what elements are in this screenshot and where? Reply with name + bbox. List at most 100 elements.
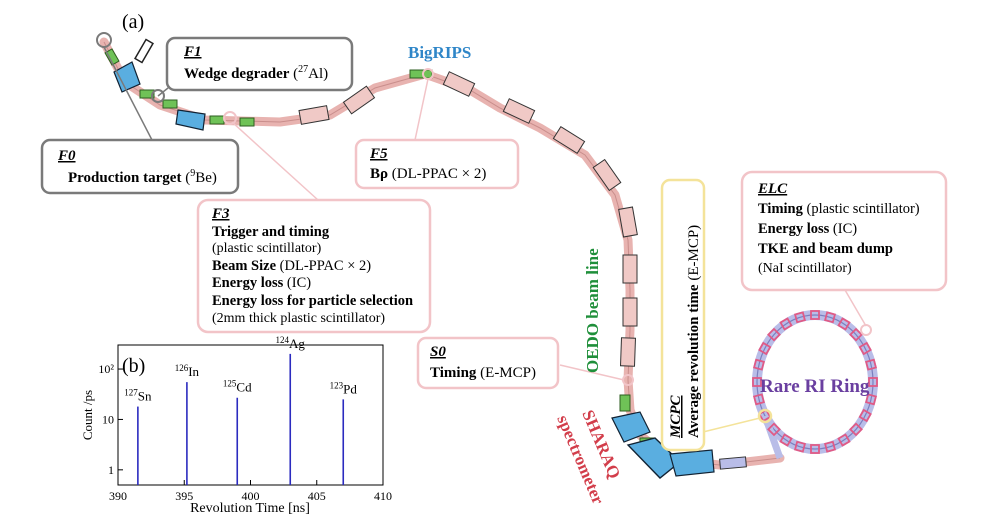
ring-magnet <box>793 311 806 324</box>
ring-magnet <box>767 422 781 437</box>
dipole-magnet <box>611 411 651 443</box>
mcpc-title: MCPC <box>668 394 684 439</box>
x-tick-label: 400 <box>242 489 260 503</box>
oedo-label: OEDO beam line <box>583 248 602 373</box>
f3-line6: (2mm thick plastic scintillator) <box>212 311 385 326</box>
f5-text: Bρ (DL-PPAC × 2) <box>370 166 486 182</box>
f5-box: F5 Bρ (DL-PPAC × 2) <box>354 138 520 190</box>
elc-line4: (NaI scintillator) <box>758 261 852 276</box>
elc-line2: Energy loss (IC) <box>758 221 857 237</box>
panel-b-label: (b) <box>122 355 145 377</box>
mcpc-box: MCPC Average revolution time (E-MCP) <box>660 178 706 452</box>
f0-text: Production target (9Be) <box>68 168 217 186</box>
beam-line <box>96 32 785 479</box>
quad-magnet <box>619 394 631 412</box>
ring-magnet <box>779 433 793 447</box>
f0-title: F0 <box>57 148 76 164</box>
ring-magnet <box>758 341 772 356</box>
peak-label: 126In <box>175 363 200 379</box>
elc-connector <box>844 289 867 327</box>
y-tick-label: 10² <box>98 362 114 376</box>
beamline-magnet <box>592 158 622 192</box>
quad-magnet <box>139 89 155 99</box>
f1-marker <box>151 89 165 103</box>
ring-magnet <box>849 422 863 437</box>
dipole-magnet <box>113 61 141 93</box>
peak-label: 125Cd <box>223 379 252 395</box>
panel-a-label: (a) <box>122 11 144 33</box>
f0-connector <box>103 46 153 141</box>
beamline-magnet <box>502 98 536 124</box>
ring-magnet <box>849 327 863 342</box>
ring-magnet <box>824 440 837 453</box>
ring-label: Rare RI Ring <box>760 376 870 397</box>
f3-connector <box>231 121 319 201</box>
ring-magnet <box>865 393 878 406</box>
degrader-marker <box>134 38 154 64</box>
f0-box: F0 Production target (9Be) <box>40 138 240 195</box>
y-axis-label: Count /ps <box>80 390 95 440</box>
x-axis-label: Revolution Time [ns] <box>190 501 310 516</box>
mcpc-connector <box>702 417 761 433</box>
peak-label: 127Sn <box>124 388 152 404</box>
injection-line <box>761 414 784 460</box>
y-tick-label: 1 <box>108 463 114 477</box>
ring-magnet <box>810 444 820 454</box>
f3-line5: Energy loss for particle selection <box>212 293 413 309</box>
f1-connector <box>157 87 169 97</box>
f3-title: F3 <box>211 206 230 222</box>
beamline-magnet <box>719 456 747 470</box>
s0-title: S0 <box>430 344 446 360</box>
dipole-magnet <box>669 449 715 477</box>
f1-title: F1 <box>183 44 202 60</box>
elc-marker <box>860 324 872 336</box>
f3-line3: Beam Size (DL-PPAC × 2) <box>212 258 371 274</box>
beamline-magnet <box>622 254 638 284</box>
beamline-magnet <box>442 71 476 97</box>
ring-magnet <box>810 310 820 320</box>
y-tick-label: 10 <box>102 412 114 426</box>
elc-box: ELC Timing (plastic scintillator) Energy… <box>740 170 948 292</box>
f5-title: F5 <box>369 146 388 162</box>
x-tick-label: 390 <box>109 489 127 503</box>
beamline-magnet <box>622 297 638 327</box>
x-tick-label: 405 <box>308 489 326 503</box>
peak-label: 123Pd <box>330 380 358 396</box>
mcpc-text: Average revolution time (E-MCP) <box>686 225 702 438</box>
mcpc-marker <box>757 408 773 424</box>
x-tick-label: 395 <box>175 489 193 503</box>
quad-magnet <box>104 48 120 66</box>
ring-magnet <box>824 311 837 324</box>
ring-center-line <box>756 314 874 450</box>
f3-line4: Energy loss (IC) <box>212 275 311 291</box>
ring-magnet <box>837 433 851 447</box>
f3-line1: Trigger and timing <box>212 224 330 240</box>
beamline-magnet <box>619 337 637 367</box>
ring-magnet <box>865 358 878 371</box>
quad-magnet <box>209 115 225 125</box>
elc-line1: Timing (plastic scintillator) <box>758 201 920 217</box>
ring-magnet <box>758 408 772 423</box>
beamline-magnet <box>298 105 330 125</box>
ring-magnet <box>793 440 806 453</box>
s0-connector <box>559 364 625 381</box>
dipole-magnet <box>175 109 206 131</box>
beamline-magnet <box>552 125 586 155</box>
ring-magnet <box>767 327 781 342</box>
ring-magnet <box>858 408 872 423</box>
f3-box: F3 Trigger and timing (plastic scintilla… <box>196 198 432 334</box>
ring-magnets <box>752 310 878 454</box>
quad-magnet <box>409 69 433 79</box>
s0-text: Timing (E-MCP) <box>430 365 536 381</box>
quad-magnet <box>162 99 178 109</box>
f3-marker <box>223 111 237 125</box>
ring-magnet <box>868 377 878 387</box>
beamline-magnet <box>618 206 638 238</box>
rare-ri-ring <box>752 310 878 460</box>
f3-line2: (plastic scintillator) <box>212 241 322 256</box>
